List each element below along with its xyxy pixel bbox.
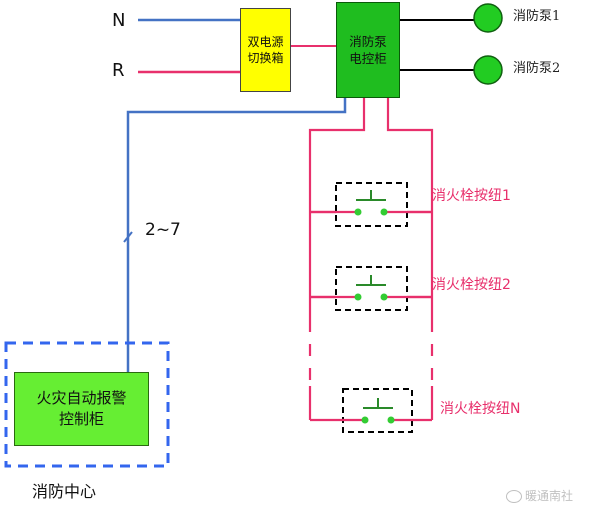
pump1-icon <box>473 3 503 33</box>
control-center-label: 消防中心 <box>32 482 97 501</box>
dual-power-switch-box: 双电源 切换箱 <box>240 8 291 92</box>
fire-alarm-control-panel: 火灾自动报警 控制柜 <box>14 372 149 446</box>
button1-frame <box>335 182 408 227</box>
button2-label: 消火栓按纽2 <box>432 277 511 293</box>
alarm-panel-line1: 火灾自动报警 <box>36 389 127 407</box>
alarm-panel-line2: 控制柜 <box>58 410 104 428</box>
pump-ctrl-line2: 电控柜 <box>349 51 387 66</box>
pump2-label: 消防泵2 <box>513 61 561 76</box>
r-wire-label: R <box>112 60 125 81</box>
button2-frame <box>335 266 408 311</box>
switch-box-line1: 双电源 <box>247 35 284 49</box>
watermark-logo-icon <box>506 490 522 503</box>
pump-ctrl-line1: 消防泵 <box>349 34 387 49</box>
signal-cable <box>126 98 347 372</box>
switch-box-line2: 切换箱 <box>247 51 284 65</box>
buttonN-label: 消火栓按纽N <box>440 401 521 417</box>
button1-label: 消火栓按纽1 <box>432 188 511 204</box>
watermark-text: 暖通南社 <box>525 489 574 503</box>
watermark: 暖通南社 <box>506 490 573 503</box>
cable-tick <box>123 231 133 243</box>
buttonN-frame <box>342 388 413 433</box>
loop-wire-left-top <box>308 98 366 320</box>
pump-control-cabinet: 消防泵 电控柜 <box>336 2 400 98</box>
n-wire-label: N <box>112 10 126 31</box>
loop-wire-right-top <box>386 98 434 320</box>
pump1-label: 消防泵1 <box>513 9 561 24</box>
cable-label: 2~7 <box>145 220 181 240</box>
control-center-boundary <box>4 341 170 468</box>
pump2-icon <box>473 55 503 85</box>
